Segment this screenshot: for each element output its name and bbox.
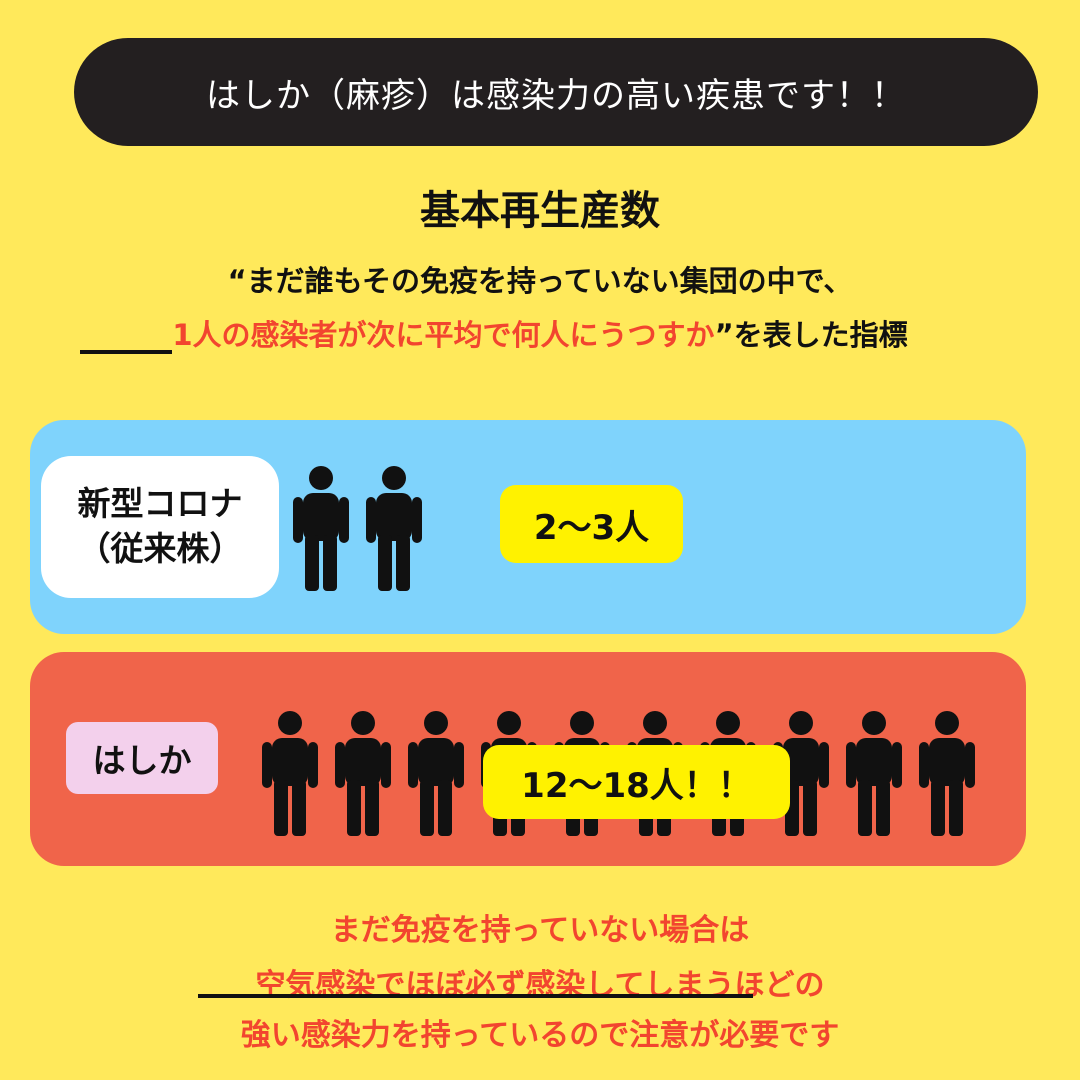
title-banner: はしか（麻疹）は感染力の高い疾患です！！ [74, 38, 1038, 146]
person-icon [366, 465, 422, 591]
measles-count: 12〜18人！！ [483, 745, 790, 819]
person-icon [919, 710, 975, 836]
person-icon [408, 710, 464, 836]
person-icon [846, 710, 902, 836]
description-rest: ”を表した指標 [714, 318, 908, 352]
person-icon [335, 710, 391, 836]
underline [80, 350, 172, 354]
note-line-1: まだ免疫を持っていない場合は [330, 913, 750, 948]
note-underline [198, 994, 753, 998]
covid-label-line-2: （従来株） [77, 529, 243, 568]
description-line-2: 1人の感染者が次に平均で何人にうつすか”を表した指標 [0, 312, 1080, 354]
description-line-1: “まだ誰もその免疫を持っていない集団の中で、 [227, 264, 853, 298]
banner-text: はしか（麻疹）は感染力の高い疾患です！！ [206, 75, 906, 116]
note-line-3: 強い感染力を持っているので注意が必要です [240, 1018, 840, 1053]
heading: 基本再生産数 [420, 188, 660, 234]
covid-label-line-1: 新型コロナ [77, 484, 243, 524]
covid-label: 新型コロナ （従来株） [41, 456, 279, 598]
person-icon [293, 465, 349, 591]
description-highlight: 1人の感染者が次に平均で何人にうつすか [172, 318, 715, 352]
measles-label: はしか [66, 722, 218, 794]
covid-count: 2〜3人 [500, 485, 683, 563]
person-icon [262, 710, 318, 836]
